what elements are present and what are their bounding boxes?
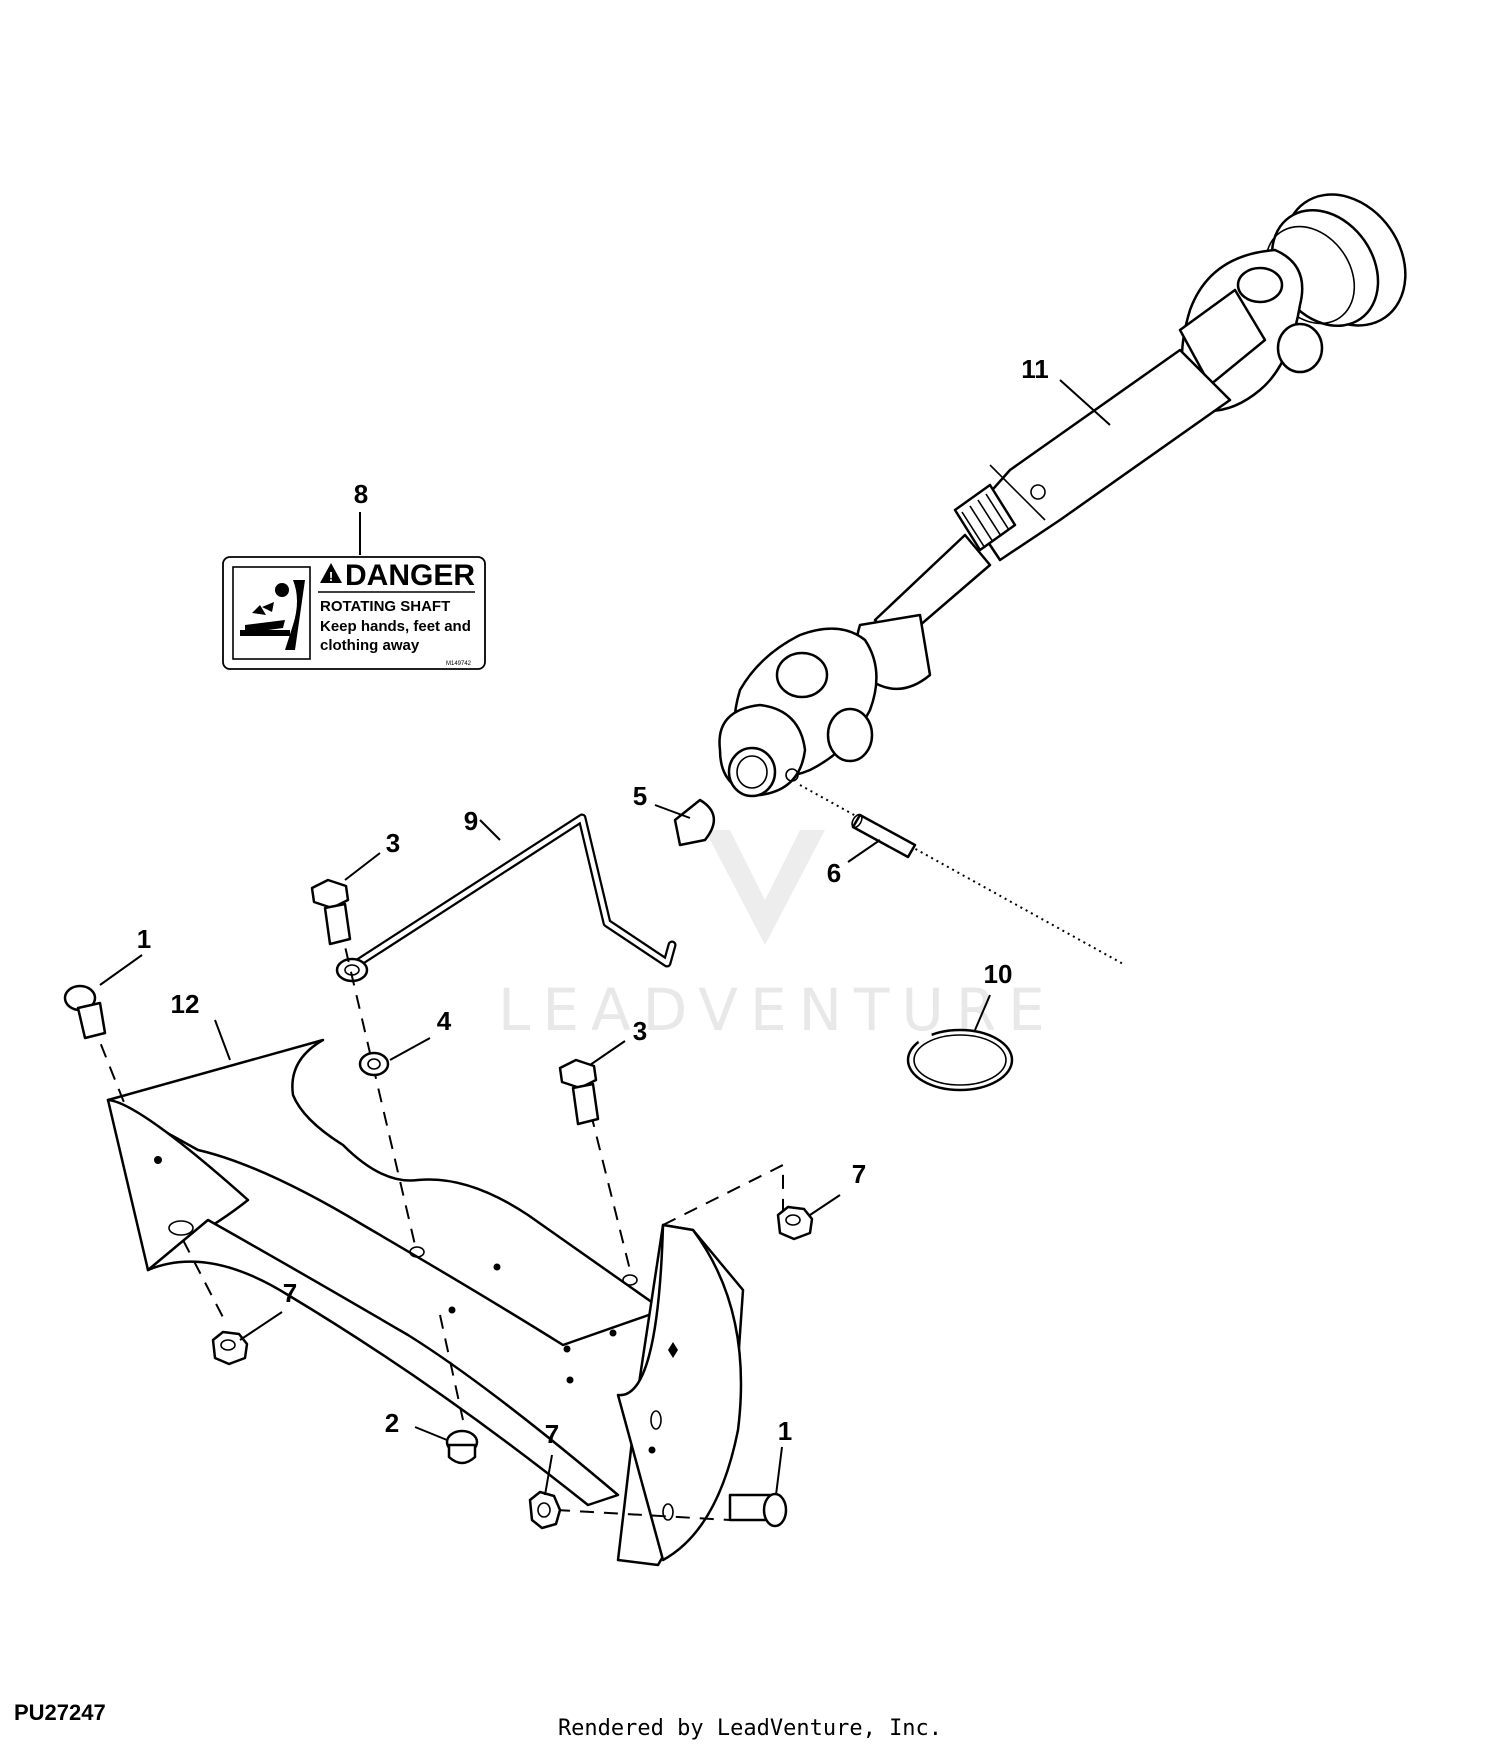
snap-ring	[906, 1028, 1014, 1092]
warning-exclamation: !	[329, 569, 333, 584]
callout-3-upper: 3	[386, 828, 400, 858]
hazard-shaft-pictogram-icon	[240, 580, 305, 650]
callout-2: 2	[385, 1408, 399, 1438]
roll-pin-projection-line	[799, 784, 1126, 966]
drive-shaft	[718, 193, 1407, 798]
callout-7-left: 7	[283, 1278, 297, 1308]
hex-nut	[528, 1490, 562, 1530]
roll-pin	[851, 813, 917, 859]
hex-bolt	[558, 1058, 600, 1126]
rod-eye	[335, 957, 369, 983]
assembly-line	[91, 1021, 126, 1106]
decal-heading: DANGER	[345, 559, 475, 592]
callout-1-bottom: 1	[778, 1416, 792, 1446]
assembly-line	[182, 1239, 228, 1326]
callout-8: 8	[354, 479, 368, 509]
callout-7-bottom: 7	[545, 1419, 559, 1449]
decal-line1: ROTATING SHAFT	[320, 598, 450, 615]
assembly-line	[439, 1314, 464, 1421]
callout-9: 9	[464, 806, 478, 836]
assembly-line	[339, 924, 416, 1246]
bracket	[106, 1038, 745, 1567]
danger-decal: ! DANGER ROTATING SHAFT Keep hands, feet…	[222, 556, 486, 670]
warning-triangle-icon	[320, 563, 342, 583]
callout-1-top: 1	[137, 924, 151, 954]
decal-line3: clothing away	[320, 637, 420, 654]
hex-bolt	[310, 878, 352, 946]
callout-6: 6	[827, 858, 841, 888]
callout-11: 11	[1021, 354, 1049, 384]
carriage-bolt	[728, 1492, 788, 1528]
decal-part-code: M149742	[446, 661, 472, 667]
footer-credit: Rendered by LeadVenture, Inc.	[557, 1716, 943, 1741]
callout-3-lower: 3	[633, 1016, 647, 1046]
decal-line2: Keep hands, feet and	[320, 618, 471, 635]
hex-nut	[776, 1205, 814, 1241]
flange-nut	[445, 1429, 479, 1465]
callout-4: 4	[437, 1006, 452, 1036]
callout-12: 12	[171, 989, 200, 1019]
carriage-bolt	[63, 984, 107, 1040]
assembly-line	[555, 1509, 731, 1521]
callout-7-right: 7	[852, 1159, 866, 1189]
callout-10: 10	[984, 959, 1013, 989]
watermark-v-icon	[705, 830, 825, 945]
callout-5: 5	[633, 781, 647, 811]
woodruff-key	[673, 798, 715, 847]
hex-nut	[211, 1330, 249, 1366]
assembly-line	[662, 1163, 784, 1226]
washer	[358, 1051, 390, 1077]
figure-code: PU27247	[14, 1700, 106, 1725]
